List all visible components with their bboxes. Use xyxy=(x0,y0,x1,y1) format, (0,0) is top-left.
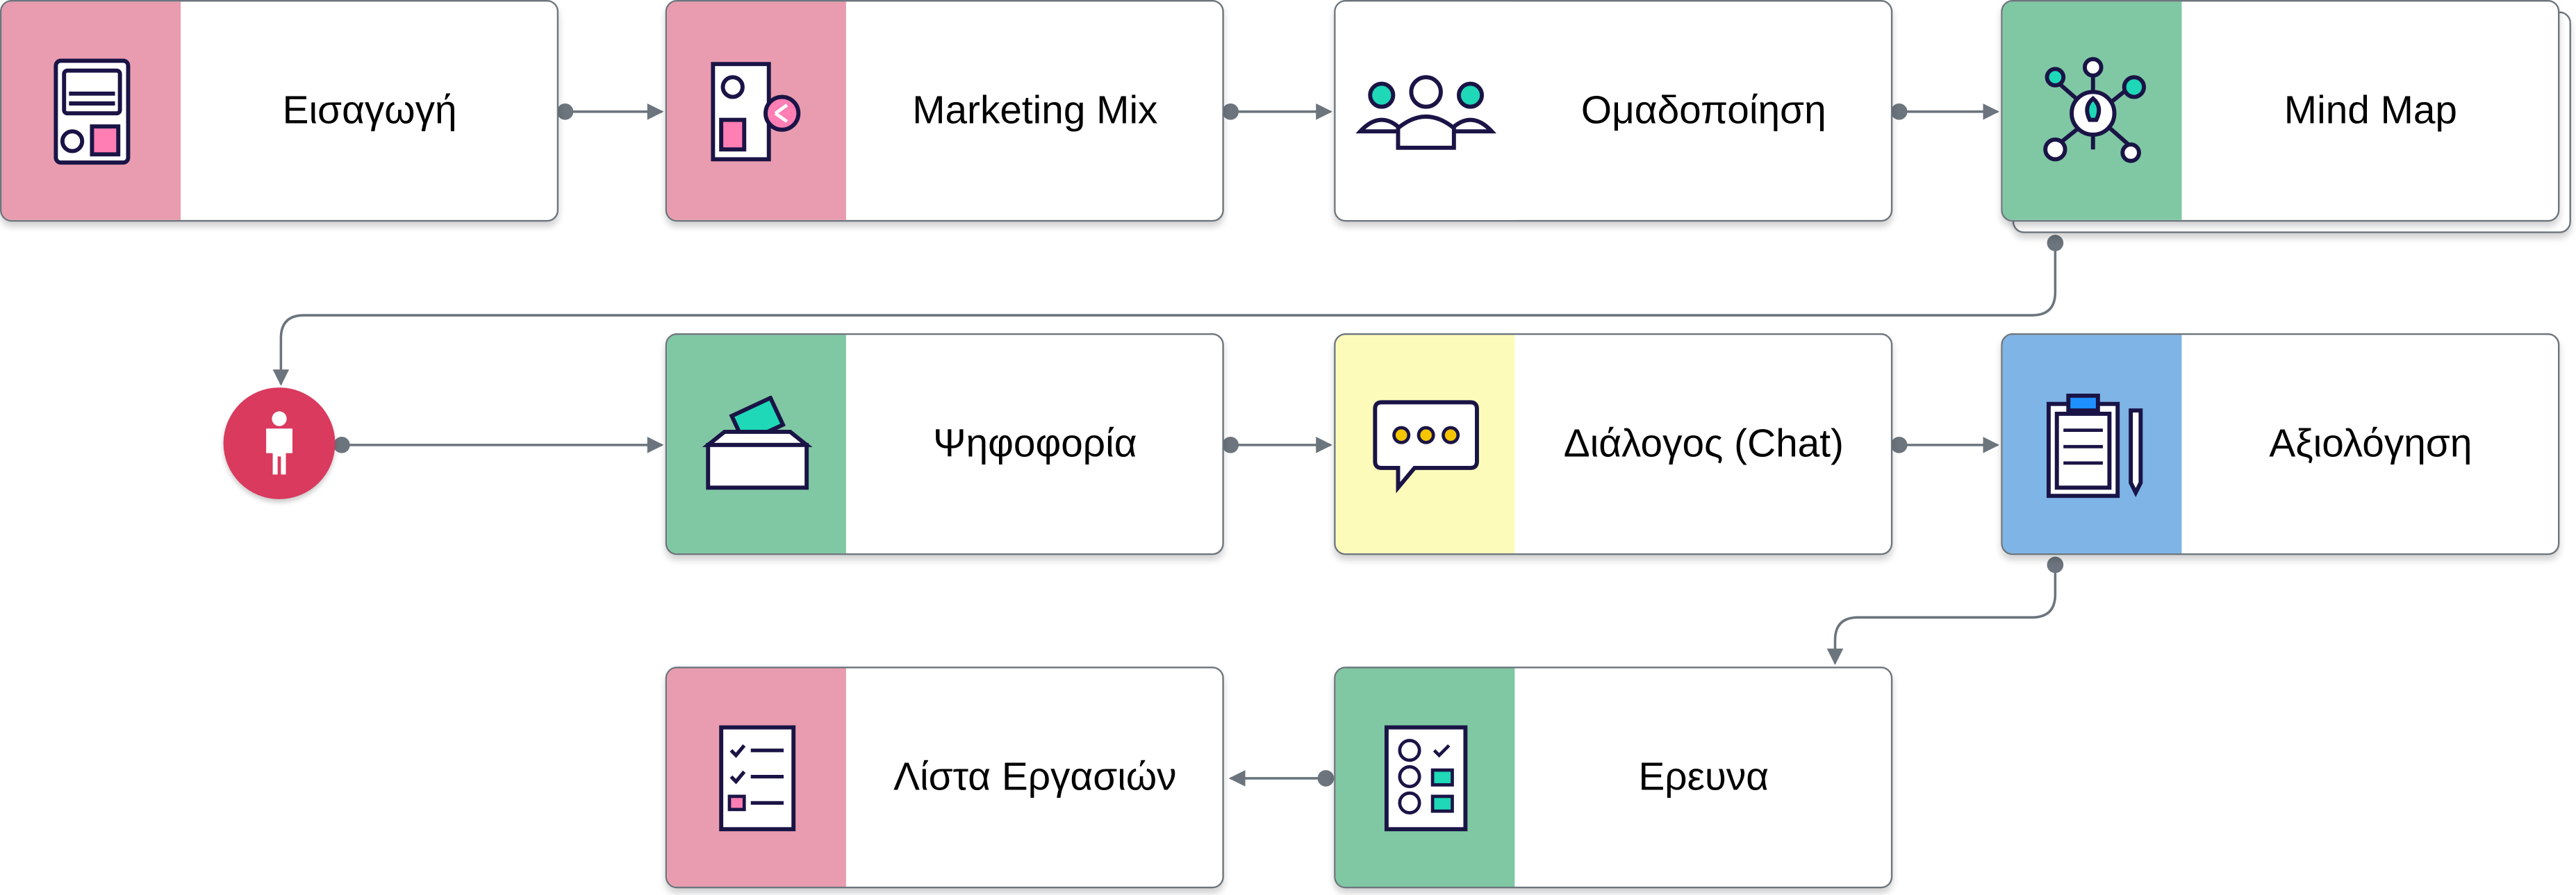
ballot-box-icon xyxy=(701,394,812,490)
node-color-band xyxy=(667,668,846,887)
node-color-band xyxy=(1335,668,1515,887)
group-icon xyxy=(1355,74,1496,149)
node-label: Διάλογος (Chat) xyxy=(1563,421,1844,466)
node-label: Λίστα Εργασιών xyxy=(893,754,1177,799)
node-chat[interactable]: Διάλογος (Chat) xyxy=(1334,333,1893,555)
clipboard-icon xyxy=(2045,392,2142,497)
person-icon xyxy=(266,411,292,475)
start-node[interactable] xyxy=(223,387,336,499)
connector-4-start xyxy=(272,242,2057,386)
node-evaluation[interactable]: Αξιολόγηση xyxy=(2001,333,2560,555)
node-color-band xyxy=(1335,335,1515,553)
node-task-list[interactable]: Λίστα Εργασιών xyxy=(665,667,1224,889)
node-intro[interactable]: Εισαγωγή xyxy=(0,0,559,222)
checklist-icon xyxy=(718,724,795,830)
node-label: Αξιολόγηση xyxy=(2269,421,2472,466)
node-color-band xyxy=(2002,1,2182,220)
node-label: Εισαγωγή xyxy=(282,87,457,133)
node-label: Mind Map xyxy=(2284,87,2458,133)
node-color-band xyxy=(2002,335,2182,553)
node-grouping[interactable]: Ομαδοποίηση xyxy=(1334,0,1893,222)
mind-map-icon xyxy=(2042,56,2145,162)
chat-bubble-icon xyxy=(1372,399,1478,493)
media-share-icon xyxy=(710,61,800,161)
connector-7-8 xyxy=(1826,564,2057,665)
node-color-band xyxy=(667,1,846,220)
node-marketing-mix[interactable]: Marketing Mix xyxy=(665,0,1224,222)
node-voting[interactable]: Ψηφοφορία xyxy=(665,333,1224,555)
node-survey[interactable]: Ερευνα xyxy=(1334,667,1893,889)
node-mind-map[interactable]: Mind Map xyxy=(2001,0,2560,222)
node-color-band xyxy=(1335,1,1515,220)
node-label: Ερευνα xyxy=(1638,754,1769,799)
node-label: Marketing Mix xyxy=(912,87,1158,133)
survey-icon xyxy=(1383,724,1467,830)
node-color-band xyxy=(1,1,181,220)
content-icon xyxy=(53,58,130,164)
node-label: Ψηφοφορία xyxy=(933,421,1137,466)
node-label: Ομαδοποίηση xyxy=(1580,87,1826,133)
node-color-band xyxy=(667,335,846,553)
